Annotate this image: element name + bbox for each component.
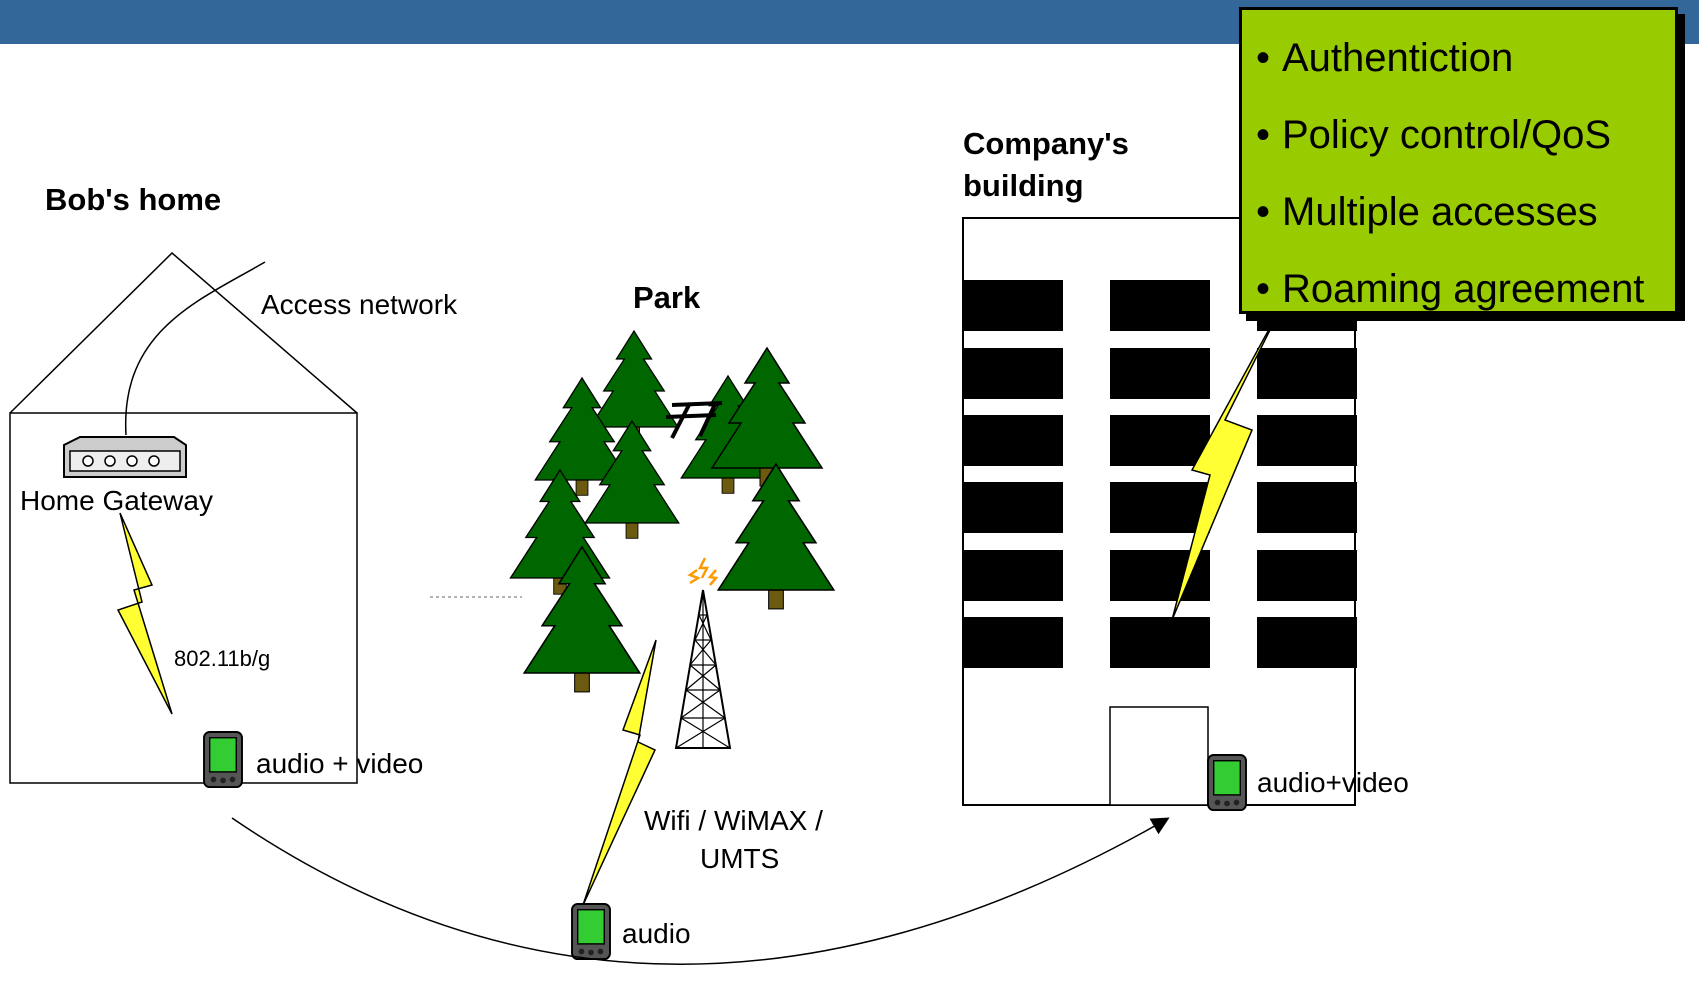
park-title: Park [633, 280, 701, 315]
requirements-list: •Authentiction •Policy control/QoS •Mult… [1242, 10, 1675, 328]
lightning-icon [582, 639, 657, 906]
park-network-label-line1: Wifi / WiMAX / [644, 805, 823, 836]
pda-icon [203, 731, 243, 789]
pda-icon [571, 903, 611, 961]
bench-icon [665, 401, 723, 439]
requirements-callout: •Authentiction •Policy control/QoS •Mult… [1239, 7, 1678, 314]
lightning-icon [1171, 299, 1286, 621]
wifi-standard-label: 802.11b/g [174, 646, 271, 671]
park-trees [509, 330, 835, 693]
access-network-link [125, 261, 266, 436]
building-door [1109, 706, 1209, 806]
home-gateway-label: Home Gateway [20, 485, 213, 516]
home-device-label: audio + video [256, 748, 424, 779]
access-network-label: Access network [261, 289, 458, 320]
lightning-icon [116, 512, 173, 715]
requirement-item: •Authentiction [1256, 36, 1514, 80]
company-device-label: audio+video [1257, 767, 1409, 798]
park-network-label-line2: UMTS [700, 843, 780, 874]
home-title: Bob's home [45, 182, 222, 217]
tree-icon [717, 463, 835, 610]
company-building [962, 217, 1357, 806]
pda-icon [1207, 754, 1247, 812]
company-title-line2: building [963, 168, 1084, 203]
radio-tower-icon [674, 557, 732, 749]
home-house [9, 251, 358, 784]
park-device-label: audio [622, 918, 691, 949]
requirement-item: •Roaming agreement [1256, 267, 1645, 311]
company-title-line1: Company's [963, 126, 1129, 161]
home-gateway-icon [63, 436, 187, 478]
requirement-item: •Policy control/QoS [1256, 113, 1612, 157]
mobility-arc [231, 817, 1170, 965]
requirement-item: •Multiple accesses [1256, 190, 1598, 234]
